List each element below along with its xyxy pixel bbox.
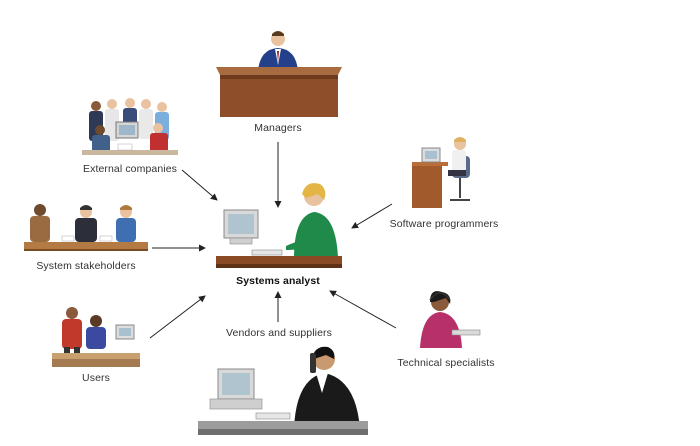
meeting-illustration	[24, 204, 148, 251]
users-label: Users	[82, 372, 110, 384]
system-stakeholders-node	[22, 202, 150, 252]
software-programmers-node	[408, 134, 480, 214]
system-stakeholders-label: System stakeholders	[36, 260, 136, 272]
managers-label: Managers	[254, 122, 302, 134]
users-node	[50, 305, 142, 369]
external-companies-node	[78, 96, 182, 160]
managers-node	[214, 25, 344, 120]
technical-specialists-node	[412, 290, 484, 350]
arrow-specialists	[329, 290, 397, 329]
analyst-at-computer-illustration	[216, 183, 342, 268]
vendor-on-phone-illustration	[198, 346, 368, 435]
systems-analyst-label: Systems analyst	[236, 275, 320, 287]
arrow-users	[149, 295, 206, 339]
group-of-people-illustration	[82, 98, 178, 155]
systems-analyst-node	[214, 180, 346, 272]
software-programmers-label: Software programmers	[389, 218, 499, 230]
vendors-node	[196, 345, 370, 437]
external-companies-label: External companies	[82, 163, 177, 175]
specialist-on-headset-illustration	[420, 291, 481, 348]
vendors-label: Vendors and suppliers	[225, 327, 332, 339]
technical-specialists-label: Technical specialists	[397, 357, 495, 369]
arrow-programmers	[351, 203, 393, 229]
manager-at-desk-illustration	[216, 31, 342, 117]
programmer-at-desk-illustration	[412, 137, 470, 208]
arrow-external	[181, 169, 218, 201]
users-at-computer-illustration	[52, 307, 140, 367]
